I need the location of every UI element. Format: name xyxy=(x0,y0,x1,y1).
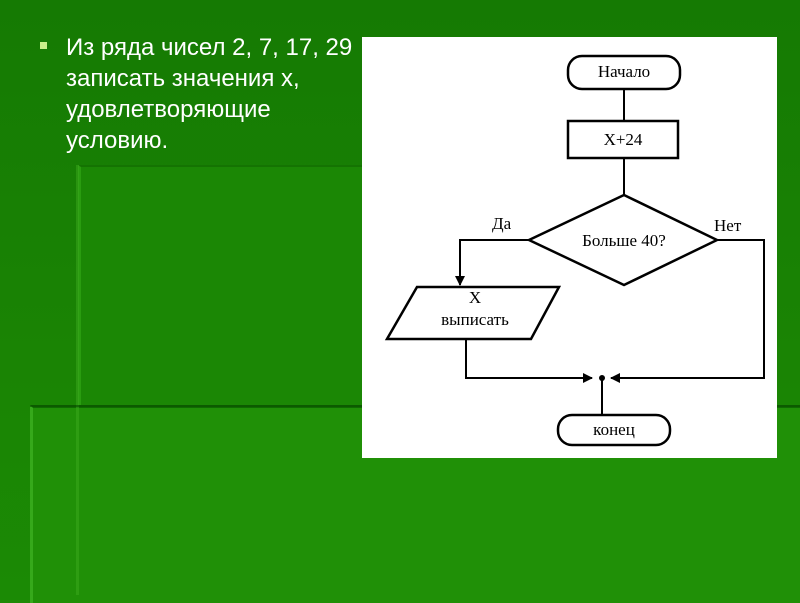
output-parallelogram xyxy=(384,285,562,341)
output-action-label: выписать xyxy=(441,310,509,329)
no-arrow xyxy=(610,239,765,383)
bullet-text: Из ряда чисел 2, 7, 17, 29 записать знач… xyxy=(66,34,353,154)
background-stripe xyxy=(76,165,79,595)
end-terminator xyxy=(556,413,672,447)
flowchart: Начало X+24 Больше 40? Да Нет X выписать xyxy=(384,54,765,447)
flowchart-figure: Начало X+24 Больше 40? Да Нет X выписать xyxy=(362,37,777,458)
process-label: X+24 xyxy=(604,130,643,149)
yes-label: Да xyxy=(492,214,512,233)
no-label: Нет xyxy=(714,216,742,235)
merge-arrow xyxy=(465,339,593,383)
decision-diamond xyxy=(526,193,720,287)
background-panel xyxy=(78,165,371,407)
bullet-square-icon xyxy=(40,42,47,49)
end-label: конец xyxy=(593,420,635,439)
yes-arrow xyxy=(455,239,529,286)
decision-label: Больше 40? xyxy=(582,231,666,250)
output-variable-label: X xyxy=(469,288,481,307)
start-label: Начало xyxy=(598,62,650,81)
